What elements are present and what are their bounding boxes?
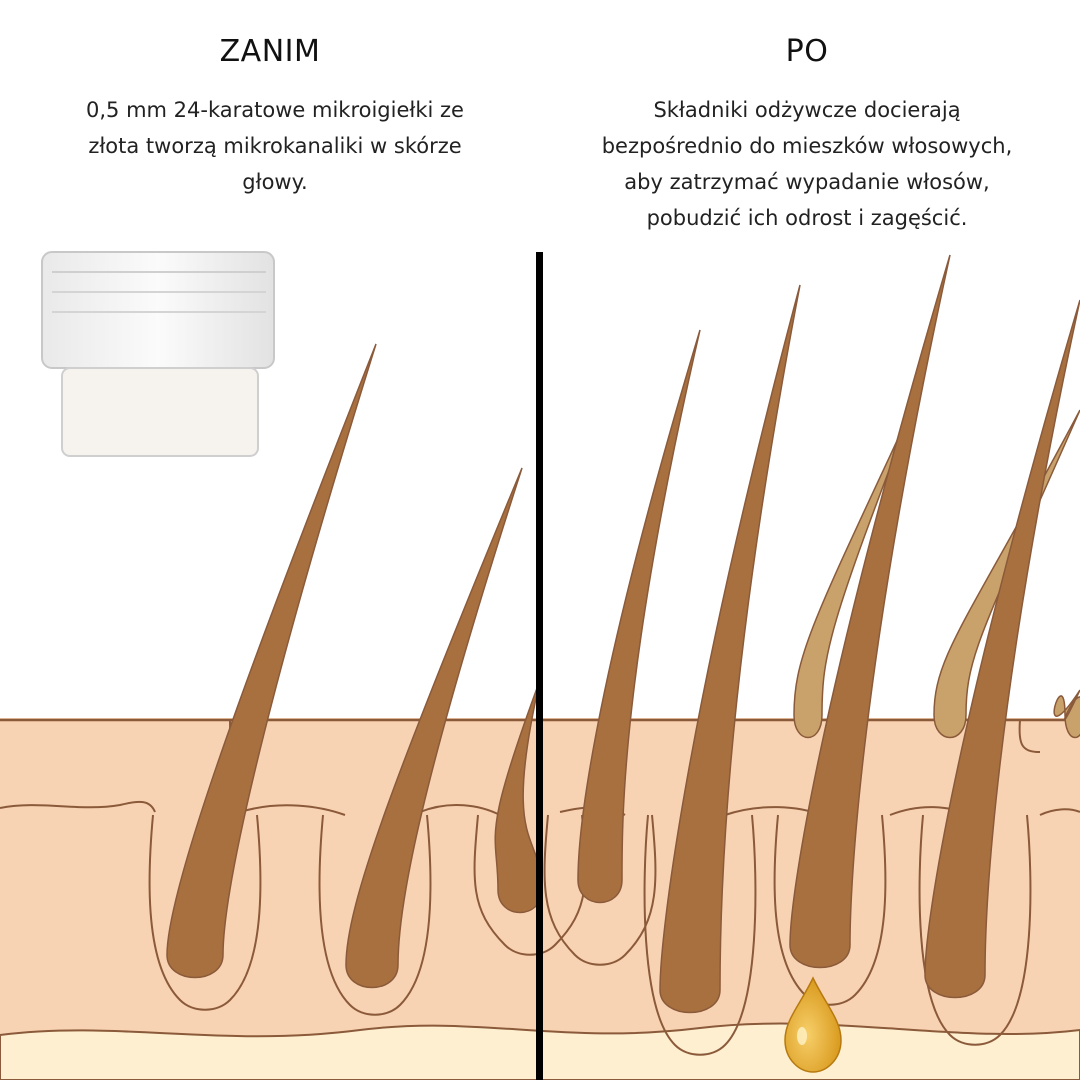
hair-strand <box>659 284 801 1014</box>
hair-strand <box>577 329 701 904</box>
hair-strand <box>924 299 1080 999</box>
before-after-divider <box>536 252 543 1080</box>
serum-drop-highlight <box>797 1027 807 1045</box>
hair-strand <box>1053 689 1080 738</box>
before-heading: ZANIM <box>219 34 321 69</box>
hair-strand <box>793 399 917 739</box>
needle-cartridge <box>61 367 259 457</box>
hair-strands <box>166 254 1080 1014</box>
serum-drop <box>784 976 842 1073</box>
hair-strand <box>789 254 951 969</box>
follicle-outline <box>318 814 432 1016</box>
after-heading: PO <box>785 34 829 69</box>
gold-microneedles <box>78 376 238 522</box>
hair-strand <box>345 467 523 989</box>
before-caption: 0,5 mm 24-karatowe mikroigiełki ze złota… <box>86 98 464 194</box>
hair-follicles <box>148 814 1032 1056</box>
after-caption: Składniki odżywcze docierają bezpośredni… <box>601 98 1013 230</box>
hair-strand <box>166 343 377 979</box>
follicle-outline <box>543 814 657 966</box>
hair-strand <box>494 679 543 914</box>
device-body <box>41 251 275 369</box>
follicle-outline <box>918 814 1032 1046</box>
follicle-outline <box>773 814 887 1006</box>
microneedle-device <box>41 251 275 522</box>
follicle-outline <box>148 814 262 1011</box>
follicle-outline <box>643 814 757 1056</box>
